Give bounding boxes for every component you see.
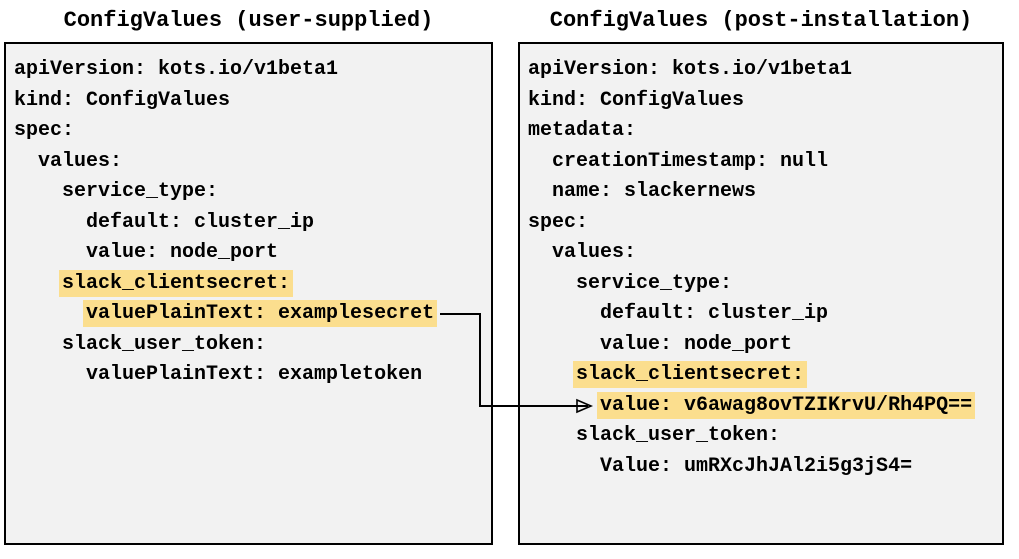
yaml-text: metadata: [528,119,637,142]
yaml-line: slack_clientsecret: [528,360,998,391]
yaml-line: metadata: [528,116,998,147]
yaml-text: slack_user_token: [576,424,781,447]
yaml-text: service_type: [62,180,219,203]
yaml-line: value: v6awag8ovTZIKrvU/Rh4PQ== [528,391,998,422]
yaml-line: value: node_port [14,238,487,269]
yaml-indent [528,455,600,478]
yaml-indent [14,241,86,264]
yaml-line: valuePlainText: exampletoken [14,360,487,391]
yaml-line: spec: [528,208,998,239]
yaml-line: kind: ConfigValues [14,86,487,117]
yaml-indent [528,302,600,325]
yaml-text: slack_user_token: [62,332,267,356]
yaml-text: Value: umRXcJhJAl2i5g3jS4= [600,454,913,478]
config-values-user-supplied-panel: apiVersion: kots.io/v1beta1 kind: ConfigV… [4,42,493,545]
yaml-text: value: node_port [86,241,279,264]
yaml-line: values: [528,238,998,269]
yaml-text: values: [38,149,123,173]
yaml-line: name: slackernews [528,177,998,208]
yaml-indent [528,272,576,295]
yaml-line: apiVersion: kots.io/v1beta1 [14,55,487,86]
yaml-text: values: [552,241,637,264]
yaml-indent [528,424,576,447]
yaml-text: apiVersion: kots.io/v1beta1 [14,58,339,81]
yaml-indent [14,333,62,356]
yaml-line: kind: ConfigValues [528,86,998,117]
yaml-indent [528,363,576,386]
yaml-line: apiVersion: kots.io/v1beta1 [528,55,998,86]
yaml-code-block: apiVersion: kots.io/v1beta1 kind: ConfigV… [520,44,1002,482]
yaml-indent [14,363,86,386]
yaml-line: service_type: [14,177,487,208]
yaml-line: slack_user_token: [528,421,998,452]
yaml-indent [528,241,552,264]
yaml-indent [14,302,86,325]
yaml-line: valuePlainText: examplesecret [14,299,487,330]
yaml-line: spec: [14,116,487,147]
left-panel-title: ConfigValues (user-supplied) [63,8,434,33]
right-panel-title: ConfigValues (post-installation) [549,8,973,33]
yaml-line: default: cluster_ip [14,208,487,239]
yaml-line: values: [14,147,487,178]
yaml-text: service_type: [576,271,733,295]
yaml-text: kind: ConfigValues [528,88,745,112]
yaml-text: spec: [528,210,589,234]
yaml-indent [14,272,62,295]
yaml-text: name: slackernews [552,180,757,203]
yaml-indent [14,211,86,234]
yaml-indent [528,394,600,417]
highlighted-yaml-text: value: v6awag8ovTZIKrvU/Rh4PQ== [597,391,976,419]
highlighted-yaml-text: valuePlainText: examplesecret [83,300,438,327]
yaml-indent [14,150,38,173]
yaml-indent [528,180,552,203]
yaml-code-block: apiVersion: kots.io/v1beta1 kind: ConfigV… [6,44,491,391]
config-values-post-installation-panel: apiVersion: kots.io/v1beta1 kind: ConfigV… [518,42,1004,545]
highlighted-yaml-text: slack_clientsecret: [59,269,294,297]
yaml-line: value: node_port [528,330,998,361]
yaml-indent [528,150,552,173]
yaml-line: default: cluster_ip [528,299,998,330]
yaml-text: value: node_port [600,332,793,356]
yaml-text: apiVersion: kots.io/v1beta1 [528,58,853,81]
yaml-line: slack_clientsecret: [14,269,487,300]
yaml-line: creationTimestamp: null [528,147,998,178]
yaml-indent [14,180,62,203]
yaml-text: default: cluster_ip [86,210,315,234]
yaml-text: spec: [14,119,75,142]
yaml-line: Value: umRXcJhJAl2i5g3jS4= [528,452,998,483]
yaml-text: kind: ConfigValues [14,88,231,112]
yaml-line: slack_user_token: [14,330,487,361]
highlighted-yaml-text: slack_clientsecret: [573,361,808,388]
yaml-text: creationTimestamp: null [552,149,829,173]
yaml-text: valuePlainText: exampletoken [86,363,423,386]
yaml-line: service_type: [528,269,998,300]
yaml-text: default: cluster_ip [600,302,829,325]
yaml-indent [528,333,600,356]
